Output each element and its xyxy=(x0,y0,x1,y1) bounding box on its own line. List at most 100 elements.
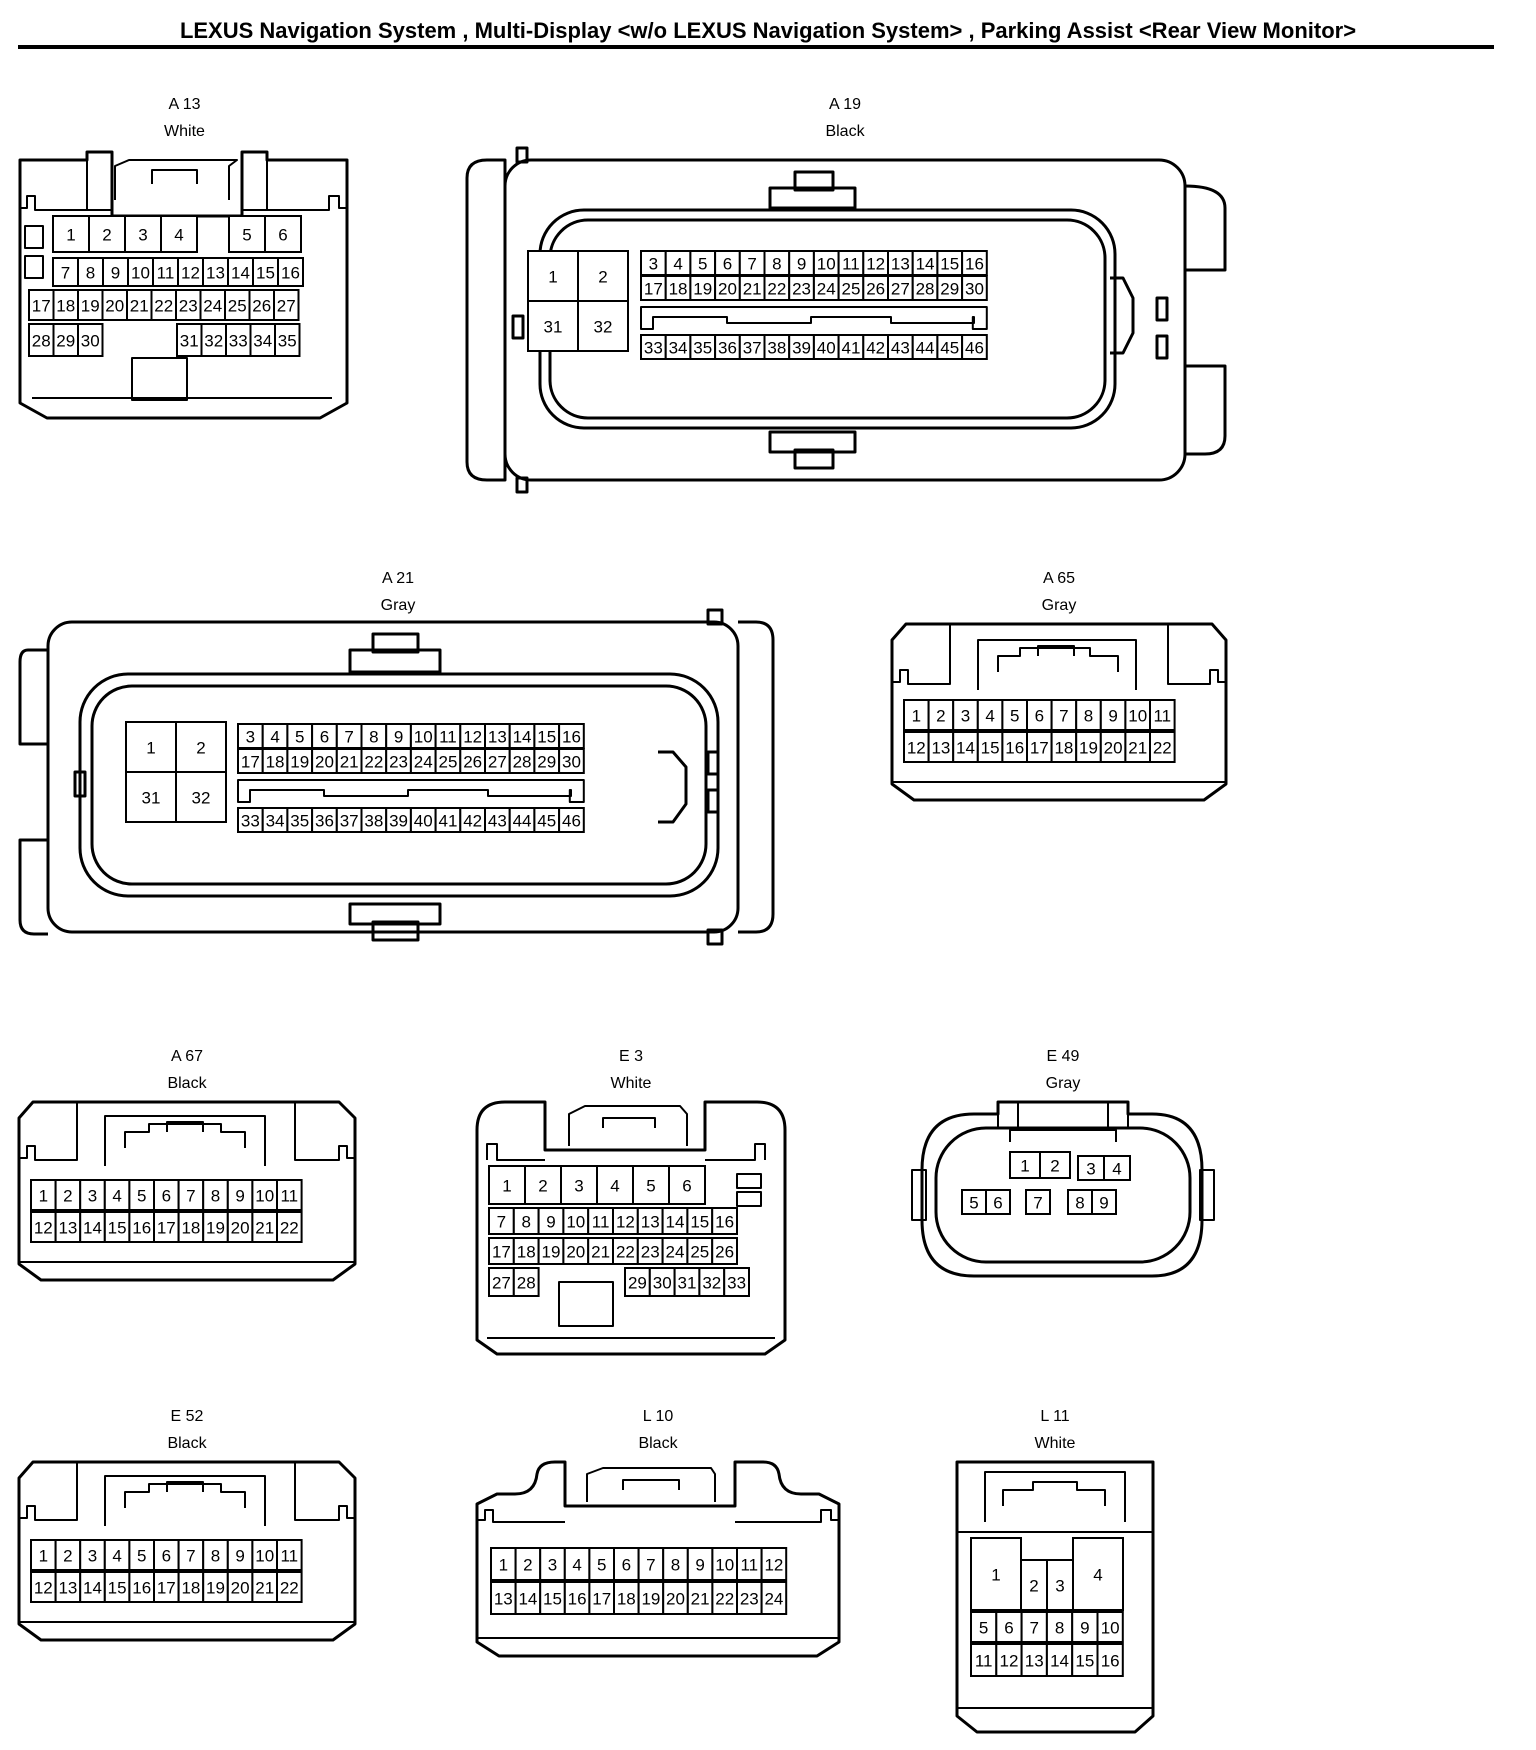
pin-number: 10 xyxy=(131,264,150,283)
pin-cavity xyxy=(637,1581,665,1615)
pin-number: 6 xyxy=(682,1177,691,1196)
pin-number: 37 xyxy=(743,339,762,358)
pin-number: 12 xyxy=(907,739,926,758)
pin-number: 19 xyxy=(641,1590,660,1609)
pin-number: 45 xyxy=(940,339,959,358)
pin-number: 23 xyxy=(792,280,811,299)
pin-number: 31 xyxy=(678,1274,697,1293)
pin-number: 22 xyxy=(715,1590,734,1609)
pin-number: 17 xyxy=(1030,739,1049,758)
pin-cavity xyxy=(1071,1611,1099,1643)
pin-number: 38 xyxy=(364,812,383,831)
pin-cavity xyxy=(927,699,955,731)
pin-number: 11 xyxy=(157,264,175,283)
pin-number: 1 xyxy=(502,1177,511,1196)
pin-number: 21 xyxy=(255,1219,274,1238)
pin-number: 5 xyxy=(969,1194,978,1213)
connector-id: A 67 xyxy=(170,1048,204,1065)
pin-number: 12 xyxy=(34,1219,53,1238)
pin-number: 26 xyxy=(252,297,271,316)
connector-id: A 19 xyxy=(828,96,862,113)
pin-cavity xyxy=(152,257,179,287)
pin-number: 24 xyxy=(666,1243,685,1262)
connector-id: E 3 xyxy=(618,1048,643,1065)
pin-number: 16 xyxy=(281,264,300,283)
pin-cavity xyxy=(711,1547,738,1581)
pin-number: 8 xyxy=(671,1556,680,1575)
pin-number: 18 xyxy=(617,1590,636,1609)
pin-cavity xyxy=(1020,1643,1048,1677)
pin-cavity xyxy=(202,1179,229,1211)
pin-cavity xyxy=(689,275,717,301)
pin-cavity xyxy=(527,300,579,352)
pin-cavity xyxy=(103,1179,131,1211)
pin-number: 14 xyxy=(518,1590,537,1609)
pin-cavity xyxy=(1075,731,1102,763)
connector-id: A 65 xyxy=(1042,570,1076,587)
pin-number: 39 xyxy=(389,812,408,831)
pin-number: 1 xyxy=(39,1547,48,1566)
pin-number: 13 xyxy=(1025,1652,1044,1671)
pin-number: 3 xyxy=(246,728,255,747)
pin-number: 3 xyxy=(138,226,147,245)
pin-cavity xyxy=(1020,1611,1048,1643)
pin-cavity xyxy=(103,1211,131,1243)
pin-cavity xyxy=(1072,1537,1124,1611)
pin-number: 17 xyxy=(241,753,260,772)
pin-number: 18 xyxy=(266,753,285,772)
connector-id: L 10 xyxy=(642,1408,674,1425)
pin-number: 21 xyxy=(340,753,359,772)
pin-number: 28 xyxy=(513,753,532,772)
pin-number: 15 xyxy=(981,739,1000,758)
connector-color: Black xyxy=(638,1435,678,1452)
pin-number: 5 xyxy=(698,255,707,274)
pin-cavity xyxy=(563,1581,591,1615)
connector-id: E 49 xyxy=(1046,1048,1080,1065)
pin-number: 2 xyxy=(102,226,111,245)
pin-cavity xyxy=(588,1547,616,1581)
pin-number: 18 xyxy=(517,1243,536,1262)
pin-cavity xyxy=(970,1643,998,1677)
pin-number: 10 xyxy=(255,1187,274,1206)
pin-number: 12 xyxy=(34,1579,53,1598)
pin-number: 9 xyxy=(394,728,403,747)
pin-cavity xyxy=(101,289,128,321)
pin-number: 32 xyxy=(192,789,211,808)
pin-number: 16 xyxy=(132,1579,151,1598)
pin-number: 36 xyxy=(315,812,334,831)
pin-cavity xyxy=(175,771,227,823)
pin-cavity xyxy=(976,699,1004,731)
pin-number: 1 xyxy=(39,1187,48,1206)
pin-number: 7 xyxy=(186,1547,195,1566)
pin-number: 26 xyxy=(715,1243,734,1262)
pin-number: 6 xyxy=(278,226,287,245)
pin-number: 19 xyxy=(206,1219,225,1238)
pin-cavity xyxy=(226,1571,254,1603)
pin-number: 43 xyxy=(488,812,507,831)
pin-cavity xyxy=(177,257,204,287)
pin-number: 8 xyxy=(521,1213,530,1232)
pin-number: 31 xyxy=(180,332,199,351)
pin-cavity xyxy=(661,1207,689,1235)
pin-cavity xyxy=(640,275,667,301)
pin-cavity xyxy=(686,1237,714,1265)
pin-number: 34 xyxy=(266,812,285,831)
pin-number: 11 xyxy=(280,1187,298,1206)
pin-cavity xyxy=(533,748,561,774)
pin-number: 7 xyxy=(344,728,353,747)
pin-cavity xyxy=(1103,1155,1131,1181)
pin-number: 1 xyxy=(548,268,557,287)
pin-cavity xyxy=(514,1547,542,1581)
pin-number: 1 xyxy=(1020,1157,1029,1176)
pin-cavity xyxy=(837,275,865,301)
pin-number: 20 xyxy=(566,1243,585,1262)
pin-number: 30 xyxy=(965,280,984,299)
